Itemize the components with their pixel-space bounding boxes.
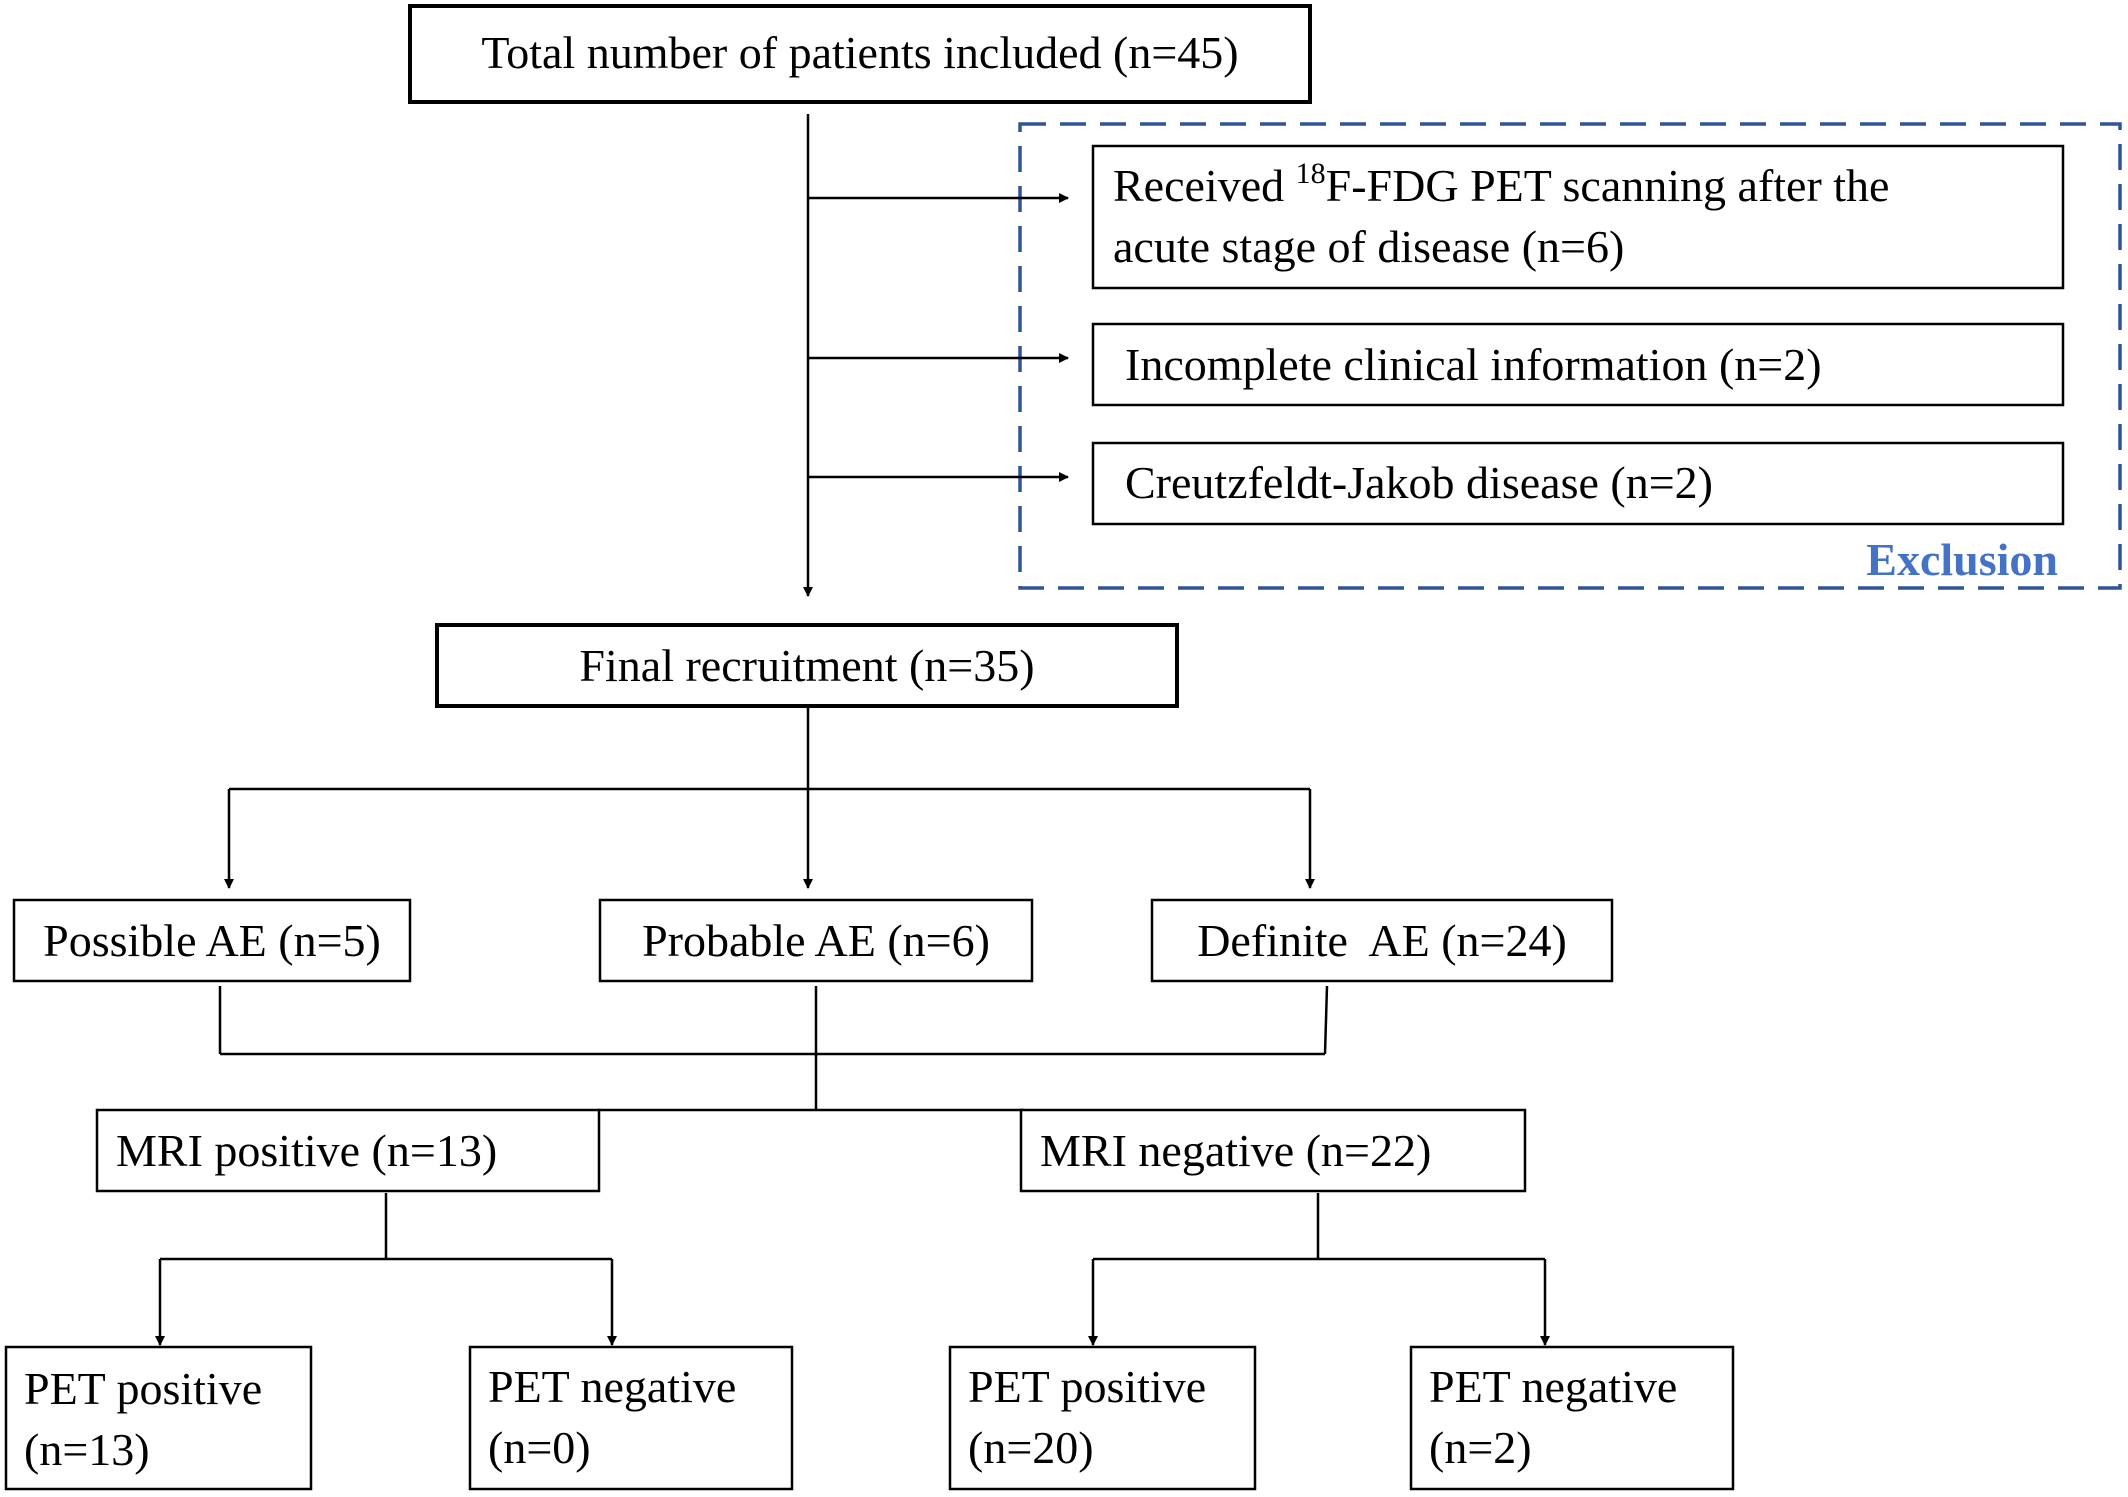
- node-mri-neg-pet-neg: PET negative (n=2): [1409, 1345, 1735, 1491]
- node-mri-pos-pet-pos: PET positive (n=13): [4, 1345, 313, 1491]
- node-excl-pet-late-line2: acute stage of disease (n=6): [1113, 221, 1624, 272]
- node-mri-pos-pet-neg-line2: (n=0): [488, 1422, 591, 1473]
- node-mri-neg-pet-pos-line1: PET positive: [968, 1361, 1206, 1412]
- edge-definite-down: [1323, 985, 1329, 1055]
- node-mri-pos-pet-pos-line1: PET positive: [24, 1363, 262, 1414]
- node-mri-pos-label: MRI positive (n=13): [116, 1125, 497, 1176]
- exclusion-label: Exclusion: [1866, 534, 2058, 585]
- node-definite: Definite AE (n=24): [1150, 898, 1614, 983]
- node-mri-neg: MRI negative (n=22): [1019, 1108, 1527, 1193]
- node-possible-label: Possible AE (n=5): [43, 915, 381, 966]
- exclusion-region: [1018, 122, 2122, 590]
- node-probable: Probable AE (n=6): [598, 898, 1034, 983]
- node-final: Final recruitment (n=35): [435, 623, 1179, 708]
- node-excl-incomplete-label: Incomplete clinical information (n=2): [1125, 339, 1822, 390]
- node-total: Total number of patients included (n=45): [408, 4, 1312, 104]
- node-mri-pos-pet-neg: PET negative (n=0): [468, 1345, 794, 1491]
- node-possible: Possible AE (n=5): [12, 898, 412, 983]
- node-mri-pos-pet-neg-line1: PET negative: [488, 1361, 736, 1412]
- node-mri-neg-pet-neg-line2: (n=2): [1429, 1422, 1532, 1473]
- node-excl-incomplete: Incomplete clinical information (n=2): [1091, 322, 2065, 407]
- node-excl-cjd-label: Creutzfeldt-Jakob disease (n=2): [1125, 457, 1713, 508]
- node-excl-pet-late: Received 18F-FDG PET scanning after the …: [1091, 144, 2065, 290]
- node-excl-cjd: Creutzfeldt-Jakob disease (n=2): [1091, 441, 2065, 526]
- node-mri-pos-pet-pos-line2: (n=13): [24, 1424, 150, 1475]
- node-probable-label: Probable AE (n=6): [642, 915, 990, 966]
- node-mri-neg-pet-pos: PET positive (n=20): [948, 1345, 1257, 1491]
- node-mri-neg-pet-pos-line2: (n=20): [968, 1422, 1094, 1473]
- node-final-label: Final recruitment (n=35): [579, 640, 1034, 691]
- node-mri-neg-label: MRI negative (n=22): [1040, 1125, 1431, 1176]
- node-excl-pet-late-line1: Received 18F-FDG PET scanning after the: [1113, 157, 1889, 211]
- node-definite-label: Definite AE (n=24): [1197, 915, 1567, 966]
- node-mri-pos: MRI positive (n=13): [95, 1108, 601, 1193]
- node-mri-neg-pet-neg-line1: PET negative: [1429, 1361, 1677, 1412]
- node-total-label: Total number of patients included (n=45): [481, 27, 1238, 78]
